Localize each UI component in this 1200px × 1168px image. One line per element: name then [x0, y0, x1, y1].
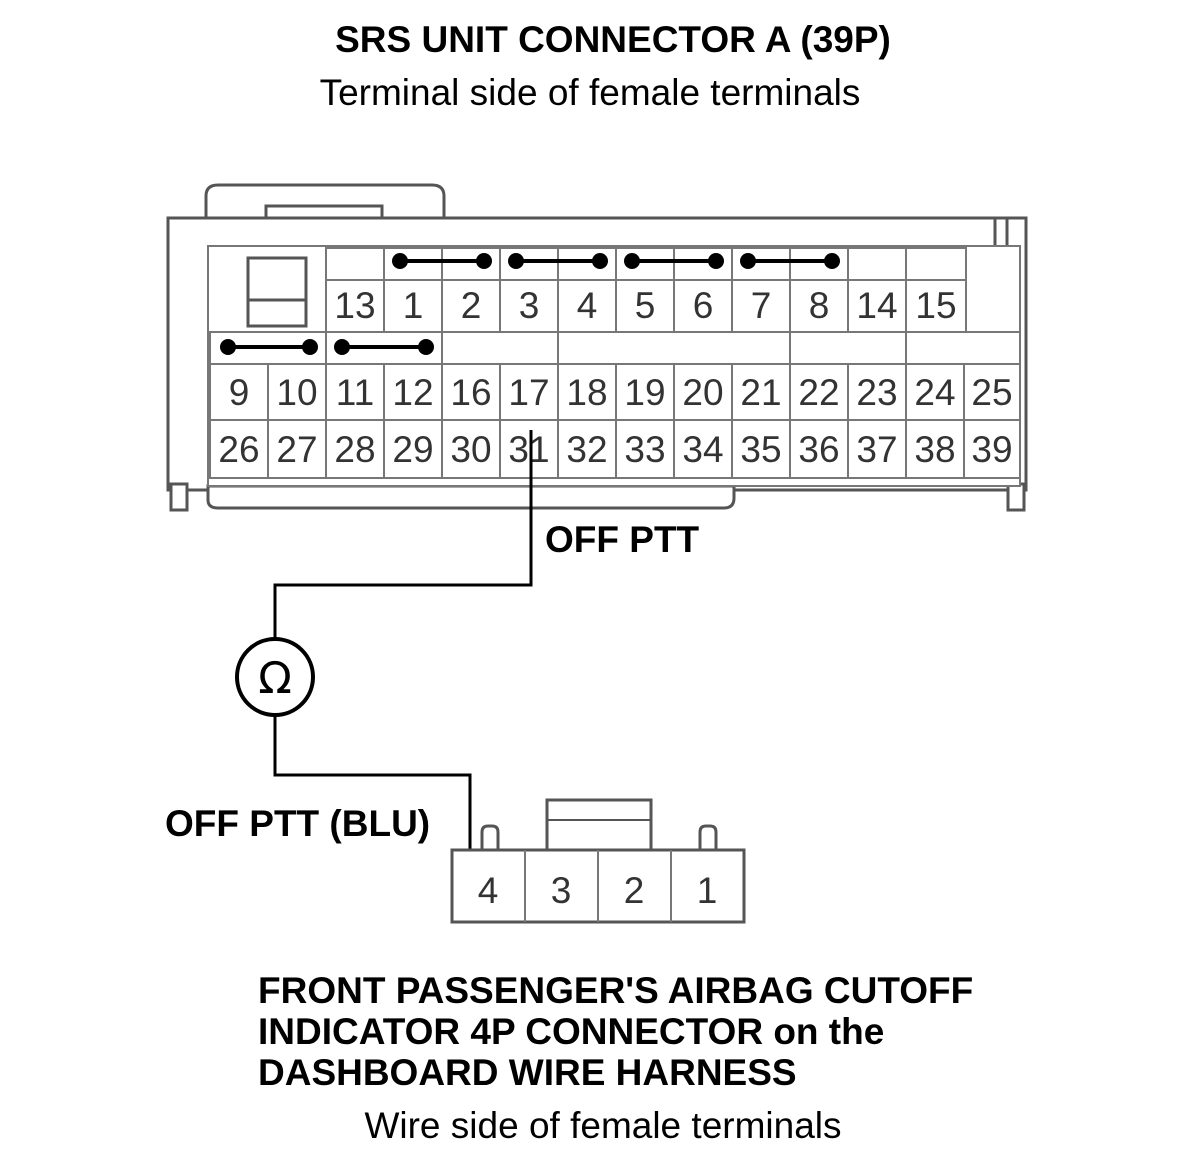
indicator-title-line1: FRONT PASSENGER'S AIRBAG CUTOFF: [258, 970, 973, 1011]
pin-label: 3: [519, 285, 540, 326]
pin-label: 26: [218, 429, 259, 470]
pin-label: 24: [914, 372, 955, 413]
pin-label: 7: [751, 285, 772, 326]
pin-label: 9: [229, 372, 250, 413]
row1-shorting-bars: [392, 253, 840, 269]
pin-label: 1: [697, 870, 718, 911]
pin-label: 23: [856, 372, 897, 413]
pin-label: 13: [334, 285, 375, 326]
pin-label: 25: [971, 372, 1012, 413]
pin-label: 22: [798, 372, 839, 413]
indicator-wire-label: OFF PTT (BLU): [165, 803, 430, 844]
pin-label: 19: [624, 372, 665, 413]
pin-label: 2: [461, 285, 482, 326]
pin-label: 2: [624, 870, 645, 911]
pin-label: 8: [809, 285, 830, 326]
indicator-subtitle: Wire side of female terminals: [364, 1105, 841, 1146]
pin-label: 39: [971, 429, 1012, 470]
indicator-connector-body: 4 3 2 1: [450, 798, 746, 924]
pin-label: 29: [392, 429, 433, 470]
pin-label: 15: [915, 285, 956, 326]
pin-label: 12: [392, 372, 433, 413]
pin-label: 14: [856, 285, 897, 326]
pin-label: 3: [551, 870, 572, 911]
srs-connector-subtitle: Terminal side of female terminals: [320, 72, 861, 113]
srs-row2: 9 10 11 12 16 17 18 19 20 21 22 23 24 25: [209, 331, 1021, 421]
pin-label: 5: [635, 285, 656, 326]
pin-label: 4: [577, 285, 598, 326]
pin-label: 32: [566, 429, 607, 470]
pin-label: 27: [276, 429, 317, 470]
srs-row3: 26 27 28 29 30 31 32 33 34 35 36 37 38 3…: [209, 419, 1021, 479]
pin-label: 21: [740, 372, 781, 413]
ohm-symbol: Ω: [258, 653, 292, 704]
pin-label: 16: [450, 372, 491, 413]
pin-label: 4: [478, 870, 499, 911]
indicator-title-line2: INDICATOR 4P CONNECTOR on the: [258, 1011, 884, 1052]
pin-label: 18: [566, 372, 607, 413]
pin-label: 35: [740, 429, 781, 470]
pin-label: 34: [682, 429, 723, 470]
pin-label: 1: [403, 285, 424, 326]
pin-label: 38: [914, 429, 955, 470]
ohmmeter-icon: Ω: [235, 637, 315, 717]
pin-label: 20: [682, 372, 723, 413]
pin-label: 11: [336, 372, 374, 413]
pin-label: 33: [624, 429, 665, 470]
indicator-title-line3: DASHBOARD WIRE HARNESS: [258, 1052, 797, 1093]
pin-label: 6: [693, 285, 714, 326]
pin-label: 28: [334, 429, 375, 470]
pin-label: 10: [276, 372, 317, 413]
srs-wire-label: OFF PTT: [545, 519, 700, 560]
pin-label: 31: [508, 429, 549, 470]
test-lead: [273, 430, 533, 852]
pin-label: 17: [508, 372, 549, 413]
pin-label: 30: [450, 429, 491, 470]
srs-connector-title: SRS UNIT CONNECTOR A (39P): [335, 19, 891, 60]
pin-label: 37: [856, 429, 897, 470]
pin-label: 36: [798, 429, 839, 470]
